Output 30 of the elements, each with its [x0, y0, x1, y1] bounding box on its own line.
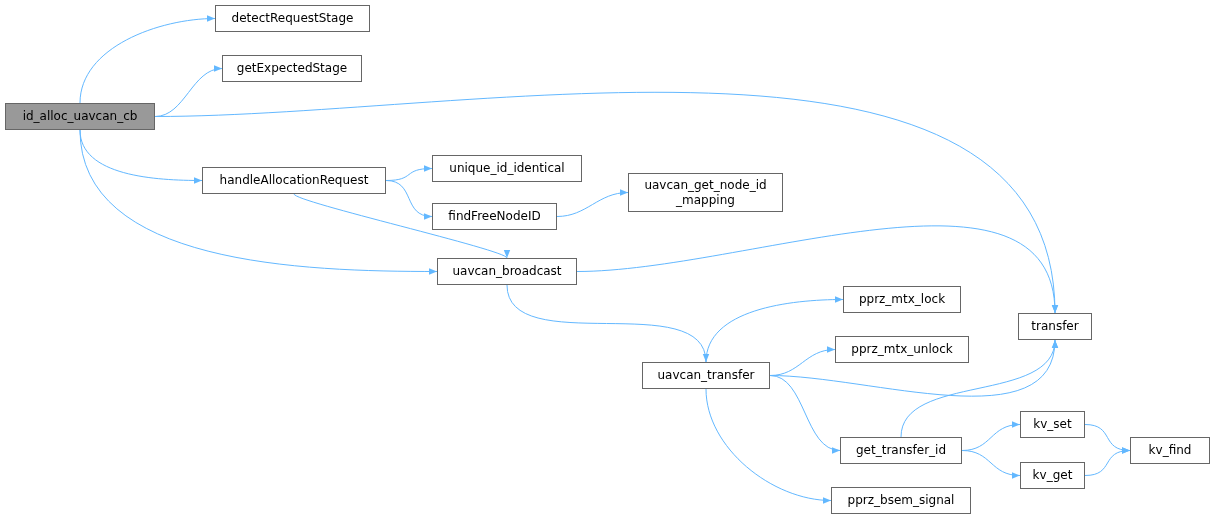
- arrow: [79, 15, 216, 104]
- function-box: uavcan_broadcast: [437, 258, 577, 285]
- arrow: [705, 296, 844, 363]
- arrow: [385, 180, 433, 219]
- arrow: [961, 450, 1021, 479]
- function-box: id_alloc_uavcan_cb: [5, 103, 155, 130]
- arrow: [769, 375, 841, 453]
- function-box: pprz_mtx_lock: [843, 286, 961, 313]
- arrow: [1084, 447, 1131, 476]
- arrow: [576, 225, 1057, 314]
- function-box: uavcan_get_node_id _mapping: [628, 173, 783, 212]
- arrow: [506, 284, 708, 363]
- function-box: uavcan_transfer: [642, 362, 770, 389]
- function-box: pprz_bsem_signal: [831, 487, 971, 514]
- function-box: transfer: [1018, 313, 1092, 340]
- arrow: [79, 129, 438, 275]
- function-box: getExpectedStage: [222, 55, 362, 82]
- function-box: detectRequestStage: [215, 5, 370, 32]
- function-box: kv_set: [1020, 411, 1085, 438]
- function-box: kv_find: [1130, 437, 1210, 464]
- function-box: unique_id_identical: [432, 155, 582, 182]
- function-box: kv_get: [1020, 462, 1085, 489]
- function-box: handleAllocationRequest: [202, 167, 386, 194]
- arrow: [293, 193, 508, 259]
- function-box: get_transfer_id: [840, 437, 962, 464]
- function-box: pprz_mtx_unlock: [835, 336, 969, 363]
- arrow: [900, 339, 1057, 438]
- arrow: [705, 388, 832, 504]
- arrow: [556, 189, 629, 217]
- function-box: findFreeNodeID: [432, 203, 557, 230]
